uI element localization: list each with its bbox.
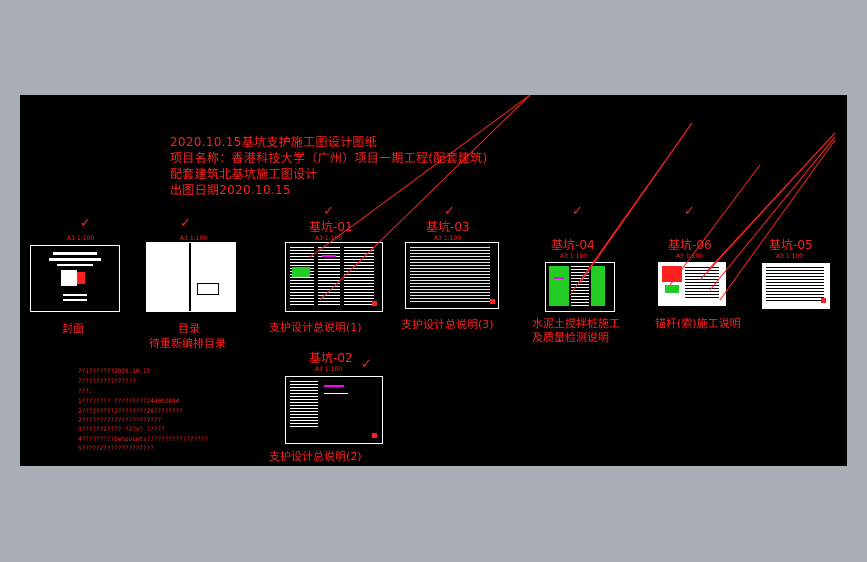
sheet-label-kengkeng-01: 支护设计总说明(1) <box>269 321 362 334</box>
check-mark-icon: ✓ <box>361 357 372 372</box>
drawing-canvas[interactable]: 2020.10.15基坑支护施工图设计图纸 项目名称：香港科技大学（广州）项目一… <box>20 95 847 466</box>
sheet-thumbnail-cover[interactable] <box>30 245 120 312</box>
sheet-scale: A3 1:100 <box>180 235 208 242</box>
sheet-scale: A3 1:100 <box>434 235 462 242</box>
sheet-label-index: 目录 <box>178 322 200 335</box>
check-mark-icon: ✓ <box>180 216 191 231</box>
check-mark-icon: ✓ <box>444 204 455 219</box>
check-mark-icon: ✓ <box>80 216 91 231</box>
sheet-label-kengkeng-03: 支护设计总说明(3) <box>401 318 494 331</box>
note-line: 1???????? ?????????244002894 <box>78 398 180 405</box>
check-mark-icon: ✓ <box>684 204 695 219</box>
header-line-2: 项目名称：香港科技大学（广州）项目一期工程(配套建筑) <box>170 151 488 165</box>
sheet-scale: A3 1:100 <box>67 235 95 242</box>
sheet-label-kengkeng-04: 水泥土搅拌桩施工 <box>532 317 620 330</box>
sheet-thumbnail-kengkeng-03[interactable] <box>405 242 499 309</box>
sheet-title: 基坑-05 <box>769 238 813 252</box>
note-line: 2???2?????2????????20???????? <box>78 408 183 415</box>
sheet-label-cover: 封面 <box>62 322 84 335</box>
check-mark-icon: ✓ <box>323 204 334 219</box>
note-line: 2?????????????????????? <box>78 417 162 424</box>
sheet-thumbnail-kengkeng-02[interactable] <box>285 376 383 444</box>
sheet-thumbnail-kengkeng-01[interactable] <box>285 242 383 312</box>
sheet-scale: A3 1:100 <box>776 253 804 260</box>
sheet-label-kengkeng-06: 锚杆(索)施工说明 <box>655 317 741 330</box>
leader-lines <box>309 95 836 301</box>
sheet-label-kengkeng-02: 支护设计总说明(2) <box>269 450 362 463</box>
note-line: 5?????2??????????7??? <box>78 445 154 452</box>
note-line: ???: <box>78 388 93 395</box>
sheet-label-index-note: 待重新编排目录 <box>149 337 226 350</box>
note-line: 4?????????Setpoints????????????????? <box>78 436 209 443</box>
sheet-thumbnail-kengkeng-05[interactable] <box>762 263 830 309</box>
check-mark-icon: ✓ <box>572 204 583 219</box>
sheet-title: 基坑-04 <box>551 238 595 252</box>
sheet-thumbnail-index[interactable] <box>146 242 236 312</box>
sheet-title: 基坑-03 <box>426 220 470 234</box>
sheet-scale: A3 1:100 <box>315 235 343 242</box>
sheet-title: 基坑-06 <box>668 238 712 252</box>
note-line: 3??????2???? ?2?x? ????? <box>78 426 165 433</box>
header-line-4: 出图日期2020.10.15 <box>170 183 291 197</box>
sheet-scale: A3 1:100 <box>560 253 588 260</box>
note-line: ??1???????2020.10.15 <box>78 368 151 375</box>
sheet-title: 基坑-02 <box>309 351 353 365</box>
sheet-scale: A3 1:100 <box>676 253 704 260</box>
header-line-1: 2020.10.15基坑支护施工图设计图纸 <box>170 135 378 149</box>
sheet-scale: A3 1:100 <box>315 366 343 373</box>
sheet-title: 基坑-01 <box>309 220 353 234</box>
sheet-label-kengkeng-04-line2: 及质量检测说明 <box>532 331 609 344</box>
note-line: ???????????????? <box>78 378 136 385</box>
header-line-3: 配套建筑北基坑施工图设计 <box>170 167 318 181</box>
